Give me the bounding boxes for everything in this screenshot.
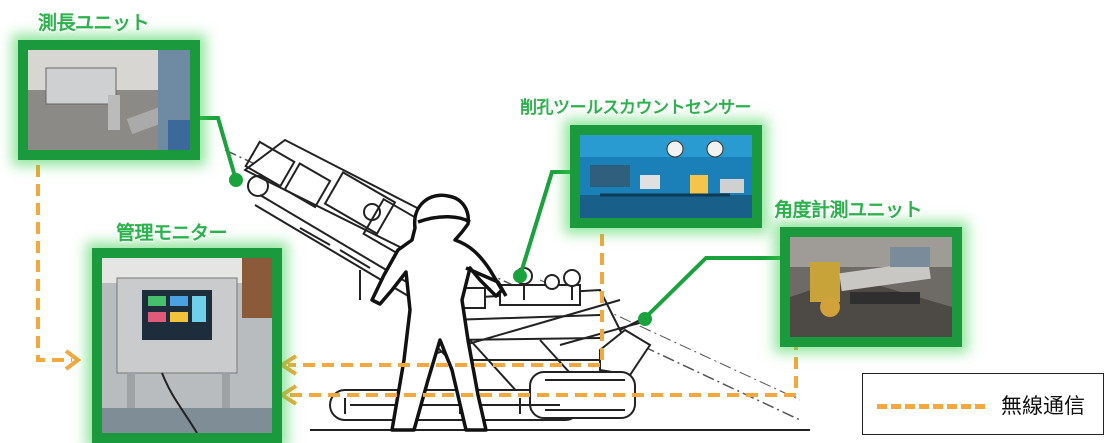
dot-length-unit xyxy=(229,173,243,187)
link-length-to-monitor xyxy=(36,165,72,362)
label-length-unit: 測長ユニット xyxy=(38,12,150,34)
connector-length-unit xyxy=(200,116,238,181)
label-counter-sensor: 削孔ツールスカウントセンサー xyxy=(520,98,752,118)
monitor-photo xyxy=(92,248,282,443)
wireless-arrowheads xyxy=(64,349,298,406)
legend-wireless-label: 無線通信 xyxy=(1001,394,1085,418)
label-angle-unit: 角度計測ユニット xyxy=(774,199,923,221)
legend-box: 無線通信 xyxy=(862,373,1104,435)
angle-unit-image xyxy=(790,237,952,337)
monitor-image xyxy=(102,258,272,433)
dot-angle-unit xyxy=(638,312,652,326)
link-angle-to-monitor xyxy=(288,338,798,397)
crawler-tracks xyxy=(310,371,810,431)
connector-dots xyxy=(229,173,652,326)
legend-wireless-line xyxy=(877,404,985,409)
label-monitor: 管理モニター xyxy=(116,222,228,244)
length-unit-image xyxy=(28,50,190,150)
wireless-links xyxy=(36,165,798,397)
length-unit-photo xyxy=(18,40,200,160)
angle-unit-photo xyxy=(780,227,962,347)
dot-counter-sensor xyxy=(513,269,527,283)
counter-sensor-photo xyxy=(570,125,762,228)
link-counter-to-monitor xyxy=(288,215,604,367)
worker-figure xyxy=(370,193,508,432)
connector-angle-unit xyxy=(643,256,780,320)
counter-sensor-image xyxy=(580,135,752,218)
